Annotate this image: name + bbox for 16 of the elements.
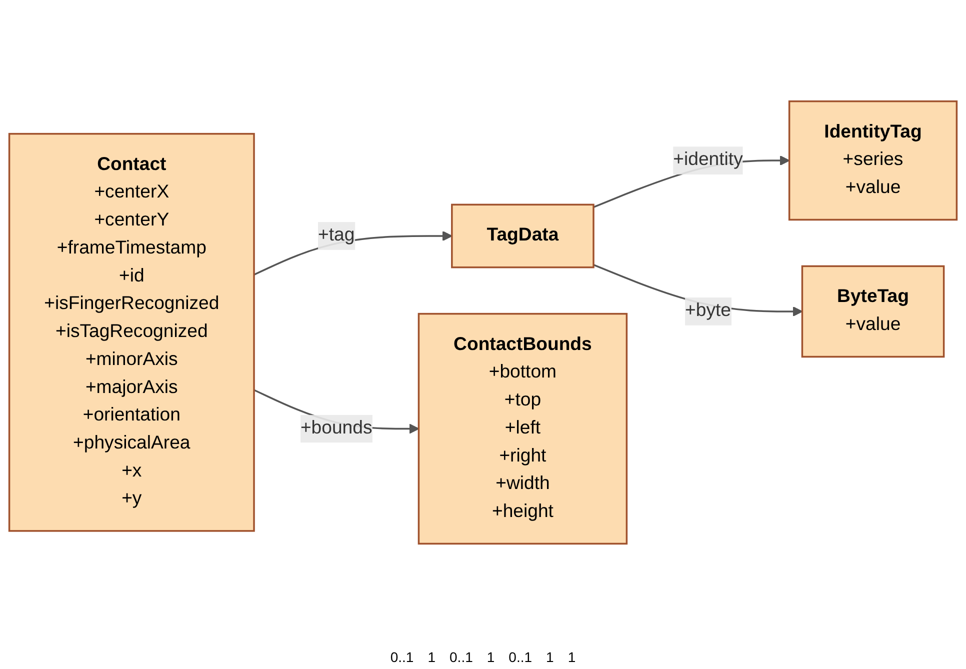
multiplicity-label: 1 — [428, 649, 436, 665]
node-box: TagData — [451, 204, 594, 268]
multiplicity-label: 1 — [546, 649, 554, 665]
multiplicity-label: 0..1 — [508, 649, 532, 665]
edge-label: +tag — [318, 226, 355, 246]
multiplicity-label: 1 — [568, 649, 576, 665]
node-box: IdentityTag +series +value — [788, 100, 958, 221]
edge-label: +bounds — [300, 418, 372, 438]
node-box: ByteTag +value — [801, 265, 945, 358]
node-box: ContactBounds +bottom +top +left +right +width +height — [418, 312, 628, 545]
multiplicity-label: 0..1 — [450, 649, 473, 665]
multiplicity-label: 0..1 — [390, 649, 414, 665]
edge-label: +byte — [685, 301, 731, 321]
multiplicity-label: 1 — [486, 649, 495, 665]
node-box: Contact +centerX +centerY +frameTimestamp +id +isFingerRecognized +isTagRecognized +minorAxis +majorAxis +orientation +physicalArea +x +y — [8, 132, 255, 532]
edge-label: +identity — [673, 150, 743, 170]
